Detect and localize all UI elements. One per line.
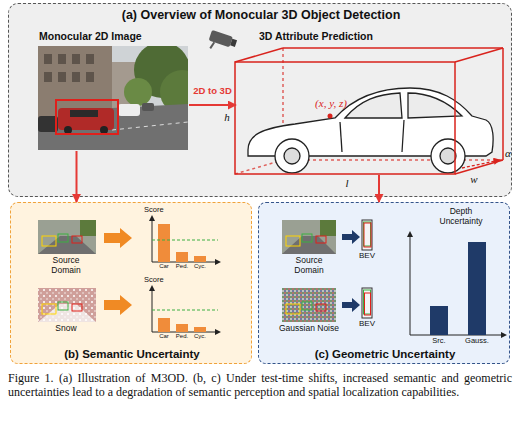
bev-label: BEV — [352, 251, 382, 260]
category-label: Src. — [424, 337, 454, 346]
image-caption: Source Domain — [41, 256, 91, 276]
category-label: Car — [154, 263, 174, 270]
image-heading: Monocular 2D Image — [39, 30, 199, 42]
dimension-label: l — [341, 177, 353, 190]
panel-title: (a) Overview of Monocular 3D Object Dete… — [9, 8, 513, 22]
overview-panel: (a) Overview of Monocular 3D Object Dete… — [8, 3, 512, 197]
bev-label: BEV — [352, 319, 382, 328]
dimension-label: w — [467, 173, 481, 186]
category-label: Ped. — [172, 333, 192, 340]
semantic-panel: (b) Semantic Uncertainty — [10, 202, 252, 364]
image-box: Monocular 2D Image — [39, 47, 189, 151]
orientation-label: α — [502, 147, 514, 160]
panel-title: (c) Geometric Uncertainty — [259, 348, 511, 361]
axis-title: Score — [144, 276, 184, 285]
axis-title: Depth Uncertainty — [432, 207, 490, 227]
panel-title: (b) Semantic Uncertainty — [11, 348, 253, 361]
figure-caption: Figure 1. (a) Illustration of M3OD. (b, … — [8, 371, 512, 399]
box-heading: 3D Attribute Prediction — [259, 30, 429, 42]
image-caption: Source Domain — [284, 256, 334, 276]
image-caption: Snow — [41, 324, 91, 334]
edge-label: 2D to 3D — [191, 86, 235, 97]
category-label: Ped. — [172, 263, 192, 270]
box-3d: 3D Attribute Prediction(x, y, z)hlwα — [236, 63, 456, 175]
category-label: Car — [154, 333, 174, 340]
image-caption: Gaussian Noise — [272, 324, 346, 334]
center-coordinate: (x, y, z) — [296, 97, 366, 110]
dimension-label: h — [222, 111, 232, 124]
category-label: Gauss. — [457, 337, 497, 346]
axis-title: Score — [144, 206, 184, 215]
category-label: Cyc. — [190, 263, 210, 270]
category-label: Cyc. — [190, 333, 210, 340]
